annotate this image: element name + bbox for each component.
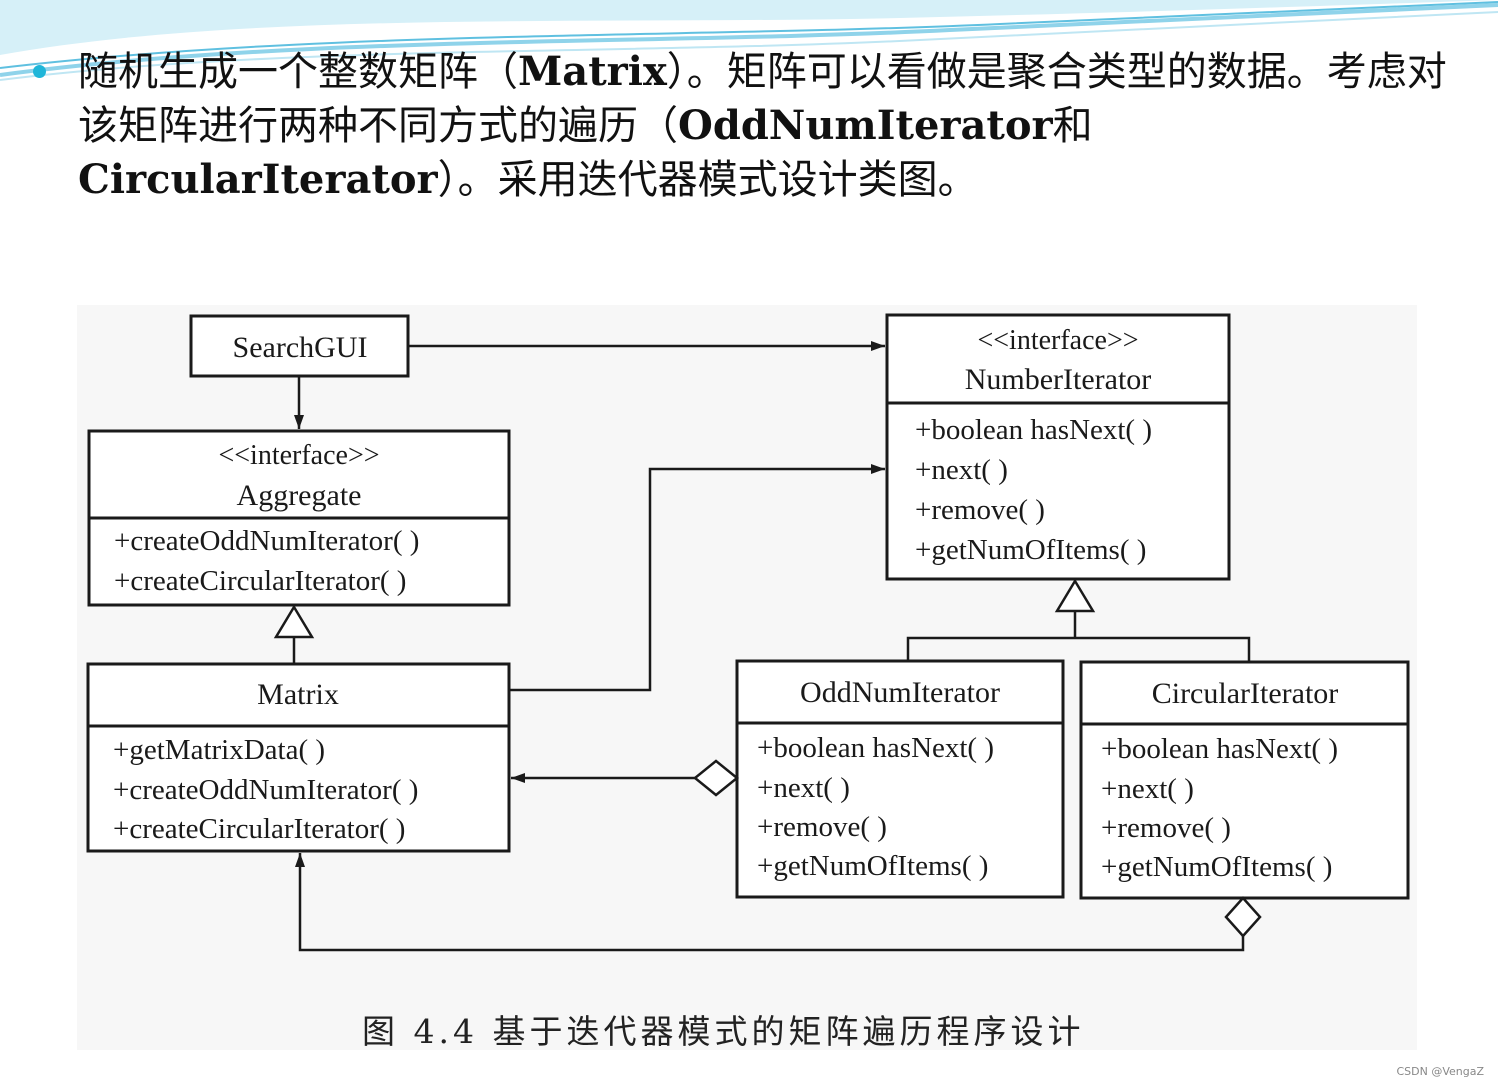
figure-caption: 图 4.4 基于迭代器模式的矩阵遍历程序设计 [362,1012,1085,1051]
watermark: CSDN @VengaZ [1396,1065,1484,1078]
method: +boolean hasNext( ) [757,732,994,764]
heading-text: 随机生成一个整数矩阵（Matrix）。矩阵可以看做是聚合类型的数据。考虑对该矩阵… [78,45,1458,207]
heading-term: CircularIterator [78,156,438,203]
class-name: SearchGUI [233,331,368,364]
method: +getMatrixData( ) [113,734,325,766]
method: +remove( ) [1101,812,1231,844]
class-name: CircularIterator [1152,677,1339,710]
method: +getNumOfItems( ) [1101,851,1332,883]
heading-segment: ）。矩阵可以看做是聚合类型的数据。考虑对该矩阵进行两种不同方式的遍历（ [78,49,1447,149]
class-name: NumberIterator [965,363,1152,396]
method: +createCircularIterator( ) [113,813,405,845]
method: +boolean hasNext( ) [915,414,1152,446]
heading-segment: 随机生成一个整数矩阵（ [78,49,518,95]
realization-iterators-numberiterator [906,578,1251,662]
method: +getNumOfItems( ) [915,534,1146,566]
method: +createCircularIterator( ) [114,565,406,597]
method: +getNumOfItems( ) [757,850,988,882]
class-name: Matrix [257,678,339,711]
stereotype-label: <<interface>> [977,325,1138,356]
stereotype-label: <<interface>> [218,440,379,471]
method: +next( ) [1101,773,1194,805]
heading-segment: ）。采用迭代器模式设计类图。 [437,157,978,203]
method: +createOddNumIterator( ) [114,525,419,557]
class-matrix: Matrix +getMatrixData( ) +createOddNumIt… [86,662,511,853]
class-searchgui: SearchGUI [189,314,410,378]
method: +next( ) [757,772,850,804]
method: +createOddNumIterator( ) [113,774,418,806]
heading-segment: 和 [1052,103,1093,149]
heading-term: Matrix [518,48,667,95]
header-wave-decoration [0,0,1498,81]
method: +next( ) [915,454,1008,486]
aggregation-circulariterator-matrix [295,853,1262,952]
method: +remove( ) [915,494,1045,526]
class-oddnumiterator: OddNumIterator +boolean hasNext( ) +next… [735,659,1065,899]
realization-matrix-aggregate [273,604,315,664]
bullet-icon [33,65,46,78]
method: +boolean hasNext( ) [1101,733,1338,765]
aggregation-oddnumiterator-matrix [511,759,739,797]
class-name: OddNumIterator [800,676,1000,709]
class-aggregate: <<interface>> Aggregate +createOddNumIte… [87,429,511,607]
association-matrix-numberiterator [509,464,885,692]
heading-term: OddNumIterator [678,102,1053,149]
class-name: Aggregate [237,479,362,512]
class-circulariterator: CircularIterator +boolean hasNext( ) +ne… [1079,660,1410,900]
class-numberiterator: <<interface>> NumberIterator +boolean ha… [885,313,1231,581]
method: +remove( ) [757,811,887,843]
